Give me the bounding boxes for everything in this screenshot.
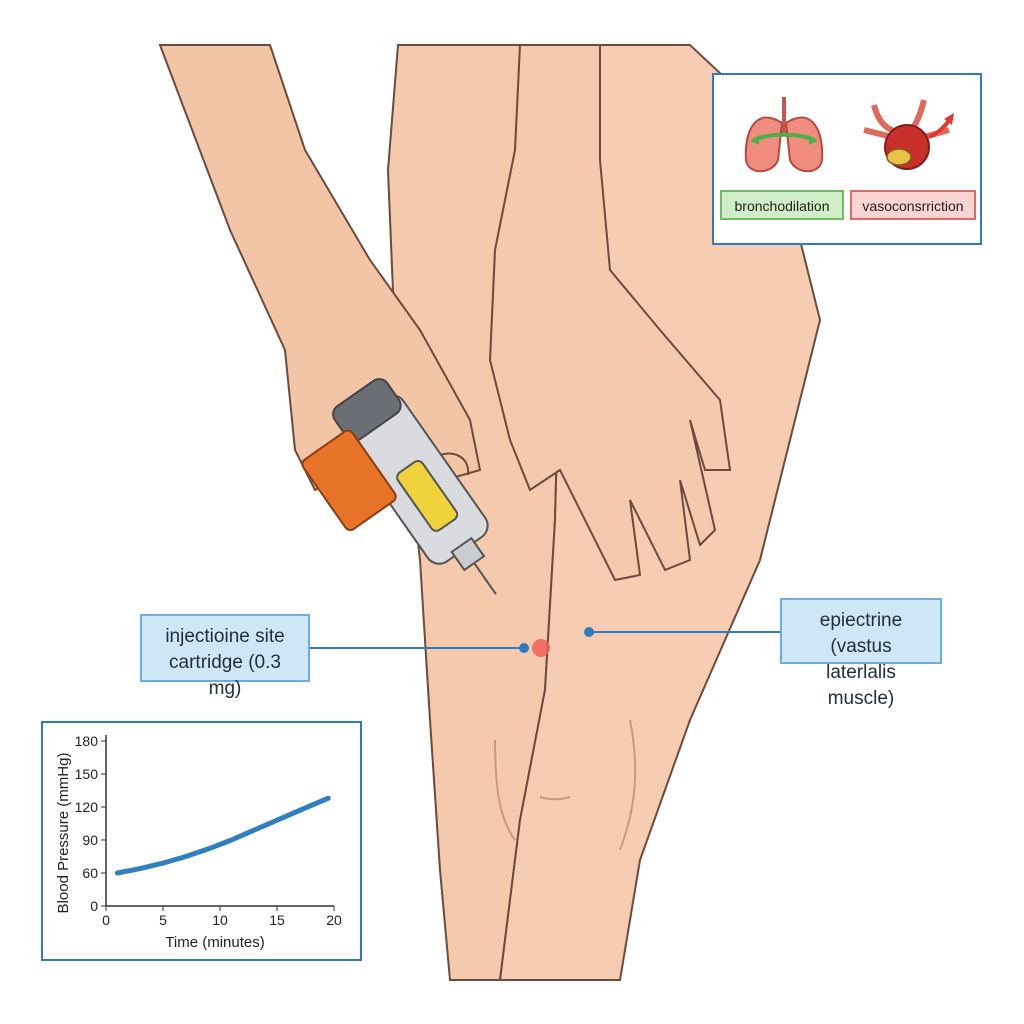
- hand-right: [488, 44, 732, 582]
- muscle-label: epiectrine (vastus laterlalis muscle): [780, 598, 942, 709]
- y-tick-label: 90: [82, 832, 98, 848]
- injection-site-label-line2: cartridge (0.3 mg): [169, 652, 281, 699]
- x-axis-title: Time (minutes): [165, 934, 264, 951]
- heart-vessels-icon: [863, 99, 954, 170]
- blood-pressure-series-line: [114, 795, 331, 876]
- x-tick-label: 20: [326, 912, 342, 928]
- injection-site-marker: [532, 639, 550, 657]
- injection-site-label: injectioine site cartridge (0.3 mg): [140, 614, 310, 699]
- x-tick-label: 0: [102, 912, 110, 928]
- leader-dot-left: [519, 643, 529, 653]
- y-tick-label: 150: [75, 766, 99, 782]
- lungs-icon: [744, 97, 824, 173]
- y-axis-title: Blood Pressure (mmHg): [55, 753, 72, 914]
- y-tick-label: 120: [75, 799, 99, 815]
- x-tick-label: 5: [159, 912, 167, 928]
- y-tick-label: 180: [75, 733, 99, 749]
- x-tick-label: 10: [212, 912, 228, 928]
- leader-dot-right: [584, 627, 594, 637]
- y-tick-label: 60: [82, 865, 98, 881]
- inset-panel: bronchodilation vasoconsrriction: [712, 73, 982, 245]
- injection-site-label-line1: injectioine site: [165, 626, 285, 647]
- bronchodilation-tag: bronchodilation: [720, 190, 844, 220]
- x-tick-label: 15: [269, 912, 285, 928]
- muscle-label-line1: epiectrine (vastus: [819, 610, 903, 657]
- y-tick-label: 0: [90, 898, 98, 914]
- vasoconstriction-tag: vasoconsrriction: [850, 190, 976, 220]
- muscle-label-line2: laterlalis muscle): [826, 662, 896, 709]
- auto-injector-icon: [301, 378, 497, 595]
